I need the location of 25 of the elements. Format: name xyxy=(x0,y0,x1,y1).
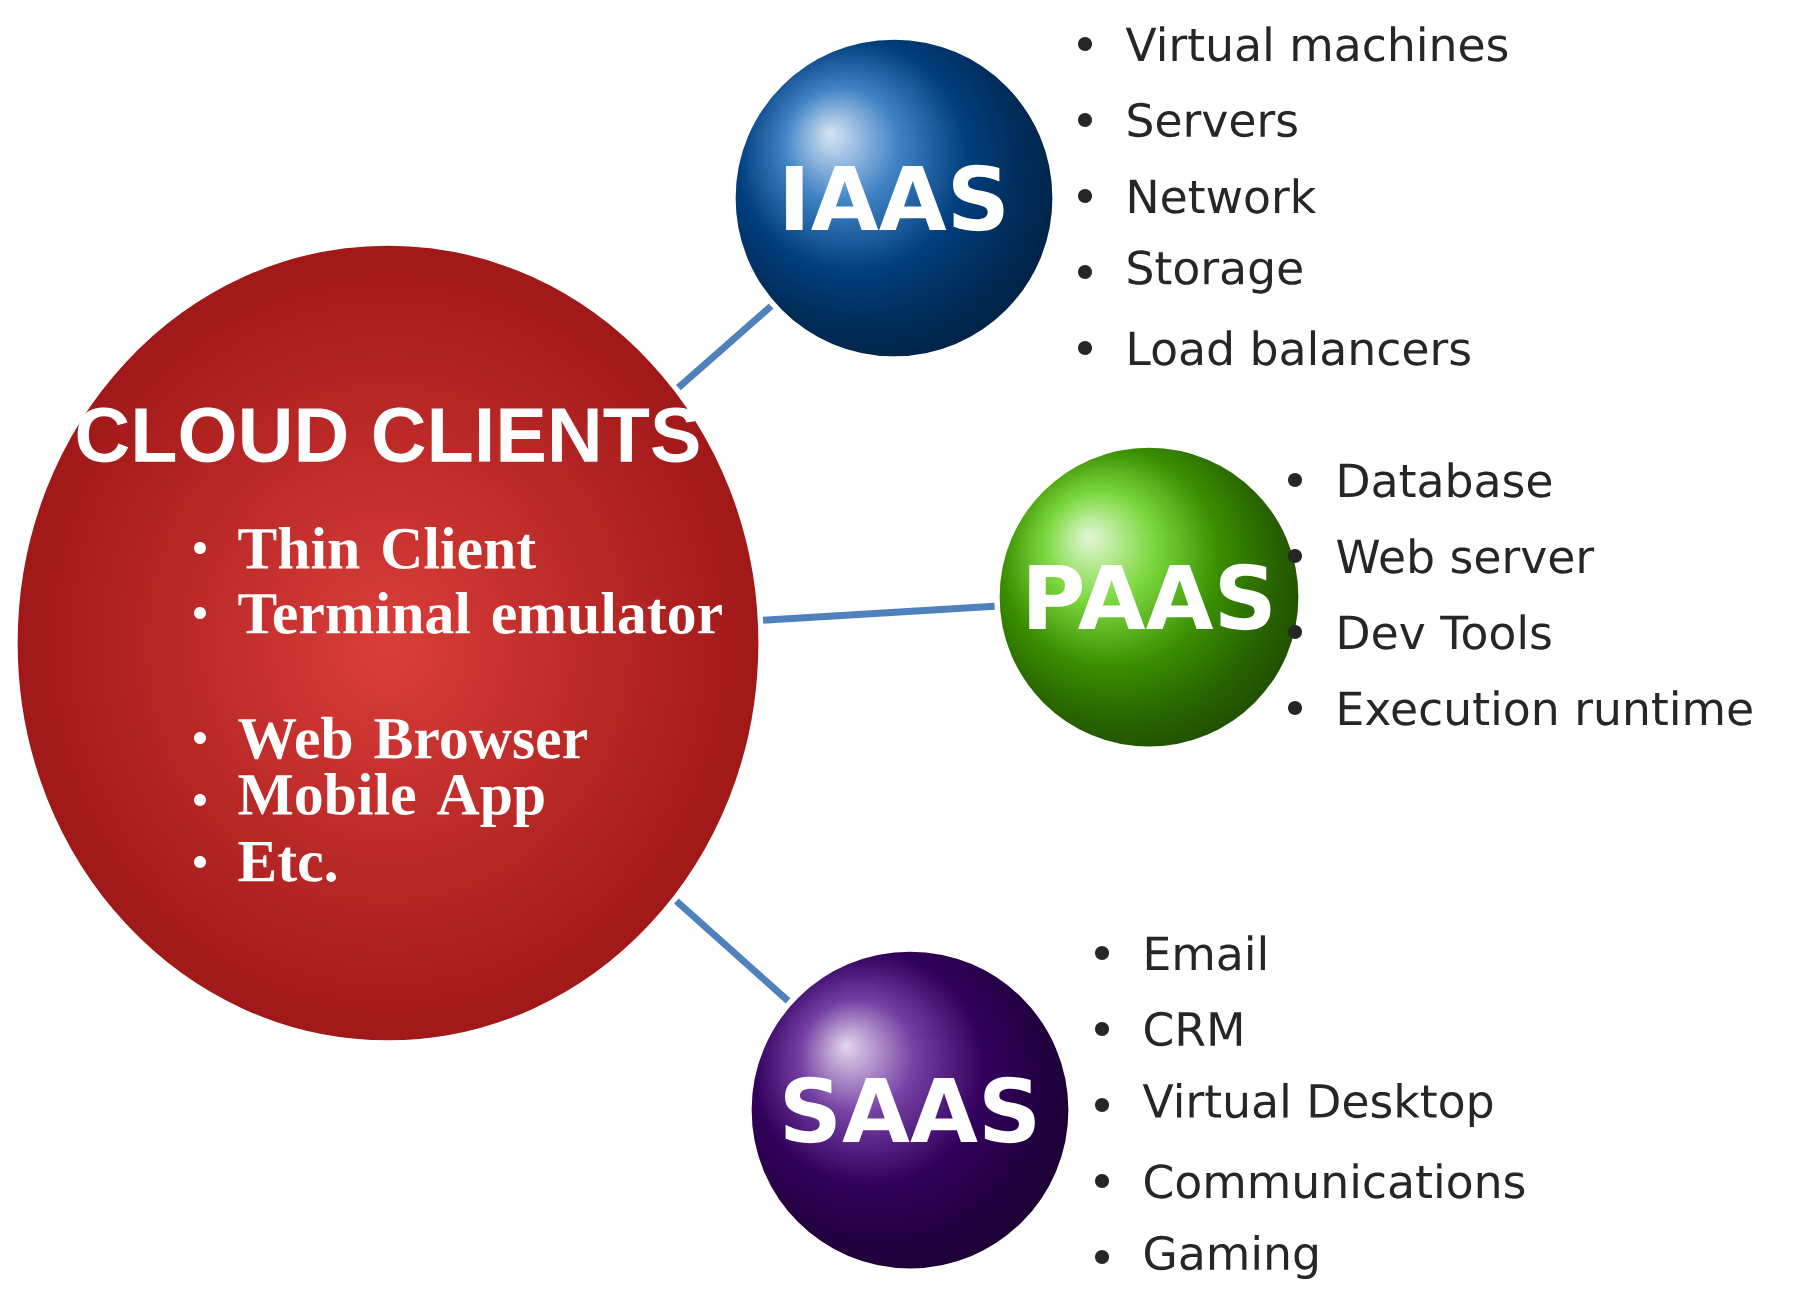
list-item: Thin Client xyxy=(238,527,536,570)
list-item: Virtual machines xyxy=(1125,26,1508,62)
list-item: Dev Tools xyxy=(1339,614,1551,650)
list-item: Execution runtime xyxy=(1339,690,1752,726)
list-item: Virtual Desktop xyxy=(1142,1082,1493,1128)
list-item: Network xyxy=(1129,178,1317,214)
list-item: Storage xyxy=(1128,250,1302,294)
list-item: Email xyxy=(1146,935,1265,971)
list-item: Web server xyxy=(1337,538,1595,574)
heading: PAAS xyxy=(1029,563,1271,631)
heading: SAAS xyxy=(785,1076,1035,1144)
list-item: Etc. xyxy=(238,842,336,882)
title-text: CLOUD CLIENTS xyxy=(77,407,699,463)
list-item: Load balancers xyxy=(1129,330,1470,366)
list-item: Communications xyxy=(1145,1163,1525,1199)
connector-line xyxy=(676,303,774,391)
list-item: CRM xyxy=(1145,1011,1241,1047)
list-item: Gaming xyxy=(1145,1234,1317,1280)
connector-line xyxy=(674,898,791,1004)
list-item: Mobile App xyxy=(238,772,544,828)
list-item: Servers xyxy=(1128,102,1297,138)
list-item: Terminal emulator xyxy=(238,591,722,635)
list-item: Web Browser xyxy=(238,716,587,760)
list-item: Database xyxy=(1339,462,1552,498)
heading: IAAS xyxy=(786,164,1004,232)
